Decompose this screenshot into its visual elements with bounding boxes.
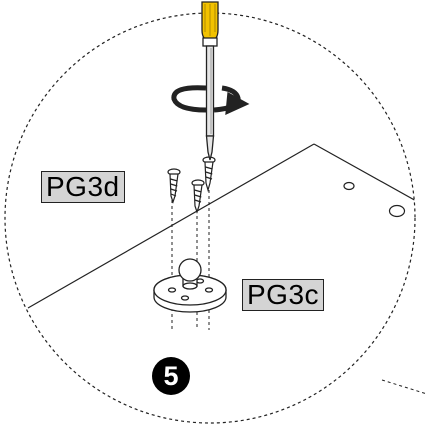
- panel-hole-large: [388, 204, 406, 218]
- panel: [27, 143, 415, 309]
- rotation-arrow-icon: [171, 85, 250, 116]
- screw-icon: [202, 156, 216, 193]
- screwdriver-icon: [201, 1, 219, 161]
- screw-icon: [191, 179, 205, 214]
- mounting-bracket-icon: [153, 258, 227, 313]
- detail-circle: [4, 12, 416, 424]
- panel-hole-small: [343, 181, 355, 191]
- screw-icon: [167, 168, 181, 204]
- part-label-pg3c: PG3c: [242, 279, 325, 311]
- part-label-pg3d: PG3d: [41, 171, 125, 203]
- step-number-badge: 5: [152, 357, 190, 395]
- callout-leader: [381, 379, 427, 395]
